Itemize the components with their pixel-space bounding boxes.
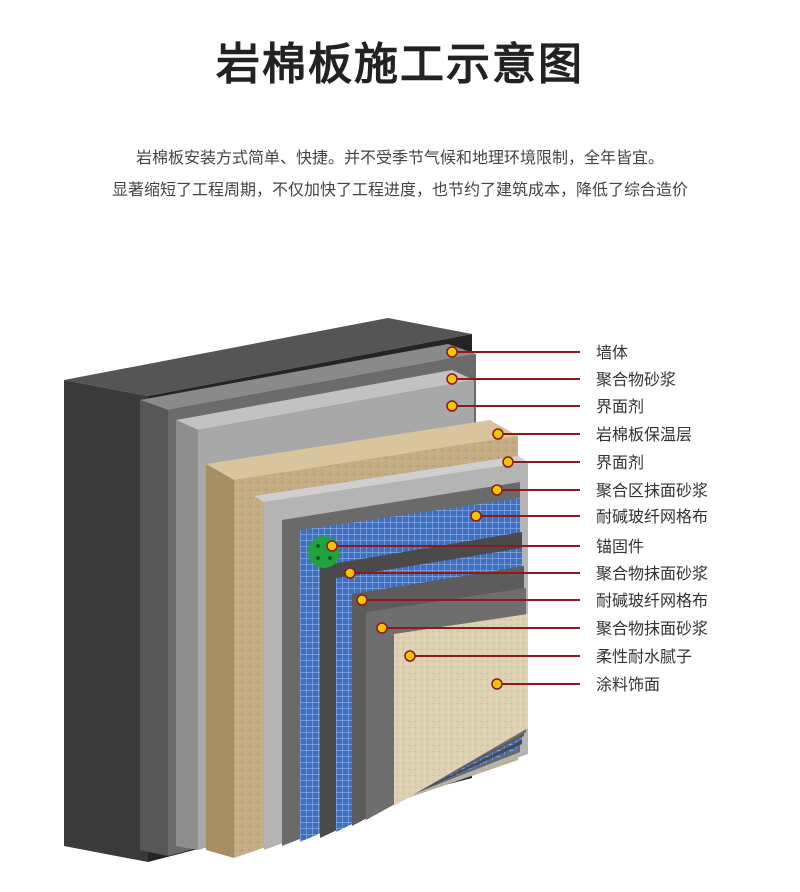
layer-label: 聚合物抹面砂浆 xyxy=(596,564,708,583)
callout-dot xyxy=(326,540,338,552)
callouts: 墙体聚合物砂浆界面剂岩棉板保温层界面剂聚合区抹面砂浆耐碱玻纤网格布锚固件聚合物抹… xyxy=(326,343,708,694)
layer-label: 聚合物抹面砂浆 xyxy=(596,619,708,638)
layer-label: 锚固件 xyxy=(596,537,644,556)
page-title: 岩棉板施工示意图 xyxy=(216,39,584,90)
layer-label: 耐碱玻纤网格布 xyxy=(596,507,708,526)
layer-label: 界面剂 xyxy=(596,453,644,472)
layer-label: 聚合物砂浆 xyxy=(596,370,676,389)
callout-dot xyxy=(356,594,368,606)
layer-label: 聚合区抹面砂浆 xyxy=(596,481,708,500)
callout-dot xyxy=(470,510,482,522)
layer-label: 墙体 xyxy=(596,343,628,362)
callout-dot xyxy=(446,346,458,358)
callout-dot xyxy=(446,400,458,412)
anchor-icon xyxy=(308,536,340,568)
callout-dot xyxy=(376,622,388,634)
callout-dot xyxy=(491,484,503,496)
callout-dot xyxy=(404,650,416,662)
callout-dot xyxy=(502,456,514,468)
layer-label: 耐碱玻纤网格布 xyxy=(596,591,708,610)
layer-coating xyxy=(394,614,528,806)
intro-line-1: 岩棉板安装方式简单、快捷。并不受季节气候和地理环境限制，全年皆宜。 xyxy=(135,148,664,167)
layer-label: 界面剂 xyxy=(596,397,644,416)
layer-label: 柔性耐水腻子 xyxy=(596,647,692,666)
callout-dot xyxy=(344,567,356,579)
callout-dot xyxy=(446,373,458,385)
layer-label: 岩棉板保温层 xyxy=(596,425,692,444)
callout-dot xyxy=(492,428,504,440)
callout-dot xyxy=(491,678,503,690)
layer-label: 涂料饰面 xyxy=(596,675,660,694)
intro-line-2: 显著缩短了工程周期，不仅加快了工程进度，也节约了建筑成本，降低了综合造价 xyxy=(111,180,688,199)
